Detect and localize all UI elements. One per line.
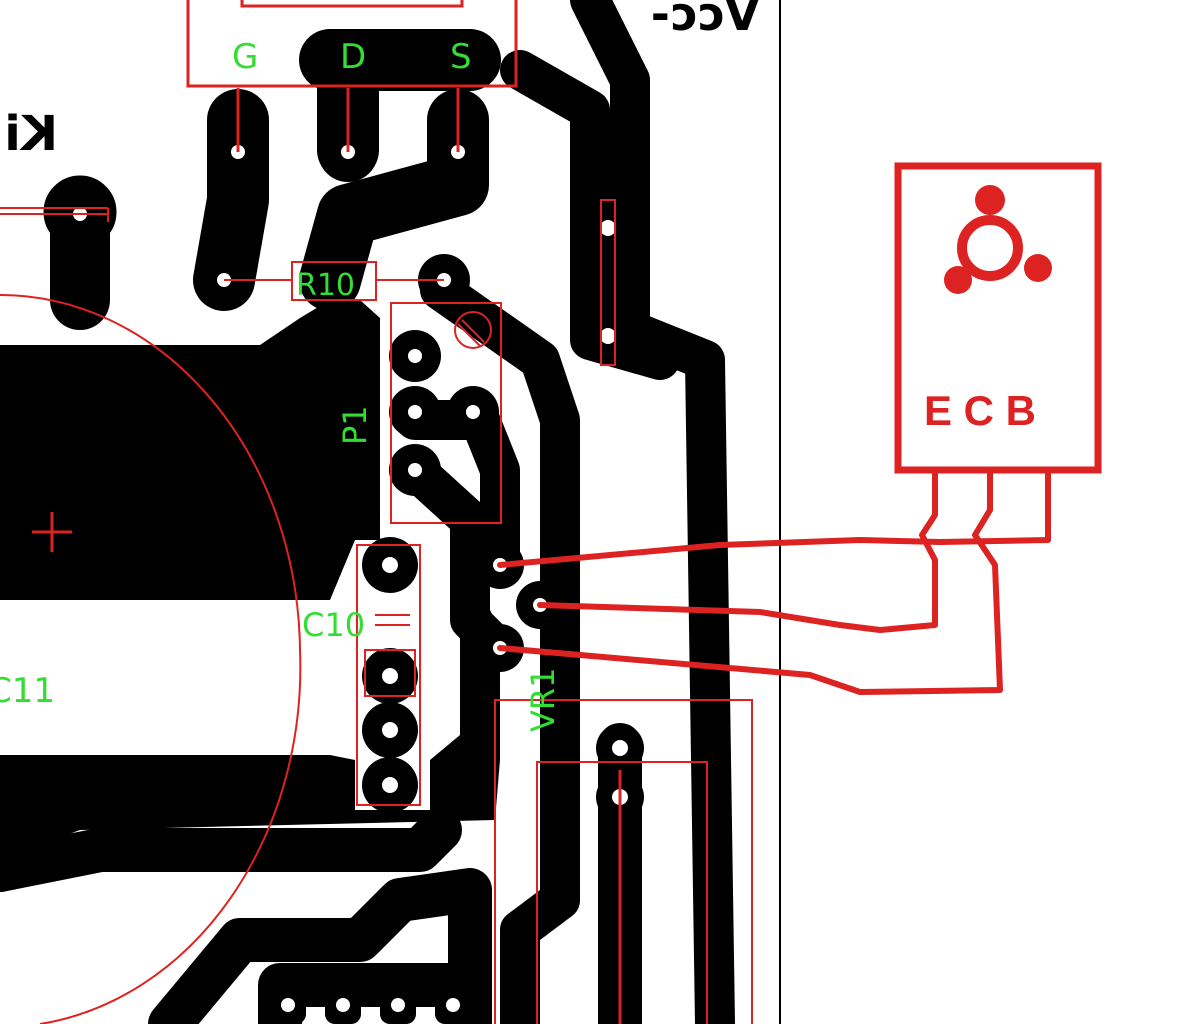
label-s: S	[450, 37, 472, 77]
trace-lower-a	[0, 808, 462, 892]
trefoil-icon	[944, 185, 1052, 294]
copper-pour-left	[0, 300, 380, 600]
vr1-outline	[494, 699, 753, 1024]
label-d: D	[340, 37, 366, 77]
label-r10: R10	[296, 268, 355, 303]
label-g: G	[232, 37, 258, 77]
component-outlines	[0, 0, 753, 1024]
trace-vcc-outer	[570, 0, 735, 1024]
transistor-legs	[497, 469, 1051, 695]
transistor-pin-labels: E C B	[924, 387, 1036, 434]
silkscreen-layer: G D S R10 P1 C10 C11 VR1	[0, 37, 562, 732]
label-ki-mirrored: Ki	[4, 106, 58, 162]
transistor-package: E C B	[497, 162, 1102, 695]
copper-layer	[0, 0, 735, 1024]
label-p1: P1	[336, 405, 374, 445]
p1-outline	[390, 302, 502, 524]
label-c11: C11	[0, 671, 55, 711]
drill-holes	[73, 145, 628, 1012]
label-c10: C10	[302, 606, 365, 644]
wire-link	[600, 199, 616, 366]
mosfet-tab	[240, 0, 464, 8]
label-vr1: VR1	[524, 668, 562, 732]
c11-outline	[0, 294, 302, 1024]
trace-lower-b	[148, 868, 492, 1024]
trace-mid-right	[420, 270, 580, 1024]
mosfet-outline	[186, 0, 518, 88]
transistor-body	[894, 162, 1102, 474]
label-vcc-mirrored: Vcc-	[651, 0, 760, 41]
c10-outline	[356, 544, 421, 806]
p1-screw-icon	[454, 311, 492, 349]
copper-pour-left-lower	[0, 590, 500, 860]
